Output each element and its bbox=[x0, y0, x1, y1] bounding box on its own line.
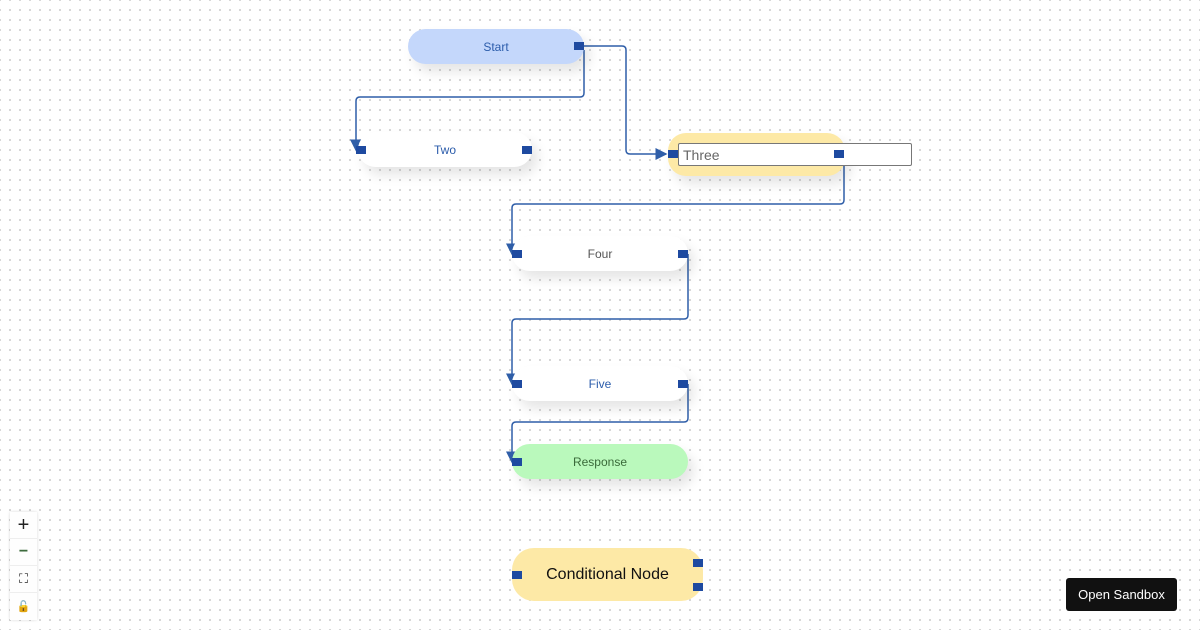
minus-icon: − bbox=[18, 543, 29, 560]
target-handle[interactable] bbox=[512, 380, 522, 388]
node-response[interactable]: Response bbox=[512, 444, 688, 479]
toggle-lock-button[interactable]: 🔓 bbox=[10, 593, 37, 620]
node-label: Start bbox=[483, 39, 509, 54]
source-handle[interactable] bbox=[834, 150, 844, 158]
node-label: Three bbox=[683, 147, 720, 163]
target-handle[interactable] bbox=[512, 458, 522, 466]
node-start[interactable]: Start bbox=[408, 29, 584, 64]
flow-controls: + − ⛶ 🔓 bbox=[10, 512, 37, 620]
node-two[interactable]: Two bbox=[356, 132, 532, 167]
edge-three-four[interactable] bbox=[506, 158, 845, 256]
zoom-out-button[interactable]: − bbox=[10, 539, 37, 566]
source-handle[interactable] bbox=[522, 146, 532, 154]
target-handle[interactable] bbox=[356, 146, 366, 154]
fit-view-button[interactable]: ⛶ bbox=[10, 566, 37, 593]
node-label: Response bbox=[572, 454, 628, 469]
source-handle-false[interactable] bbox=[693, 583, 703, 591]
target-handle[interactable] bbox=[668, 150, 678, 158]
unlock-icon: 🔓 bbox=[16, 601, 31, 613]
target-handle[interactable] bbox=[512, 571, 522, 579]
source-handle[interactable] bbox=[574, 42, 584, 50]
node-label: Five bbox=[588, 376, 612, 391]
plus-icon: + bbox=[17, 513, 30, 536]
source-handle-true[interactable] bbox=[693, 559, 703, 567]
edge-four-five[interactable] bbox=[506, 254, 689, 386]
edge-five-response[interactable] bbox=[506, 384, 689, 464]
fit-view-icon: ⛶ bbox=[18, 571, 29, 586]
source-handle[interactable] bbox=[678, 250, 688, 258]
node-conditional[interactable]: Conditional Node bbox=[512, 548, 703, 601]
target-handle[interactable] bbox=[512, 250, 522, 258]
node-label: Conditional Node bbox=[546, 565, 669, 583]
edge-start-three[interactable] bbox=[584, 45, 668, 160]
node-four[interactable]: Four bbox=[512, 236, 688, 271]
node-label: Four bbox=[587, 246, 613, 261]
zoom-in-button[interactable]: + bbox=[10, 512, 37, 539]
node-label: Two bbox=[433, 142, 456, 157]
node-five[interactable]: Five bbox=[512, 366, 688, 401]
edge-start-two[interactable] bbox=[350, 50, 585, 152]
node-three-label-input[interactable]: Three bbox=[678, 143, 912, 166]
open-sandbox-button[interactable]: Open Sandbox bbox=[1066, 578, 1177, 611]
source-handle[interactable] bbox=[678, 380, 688, 388]
